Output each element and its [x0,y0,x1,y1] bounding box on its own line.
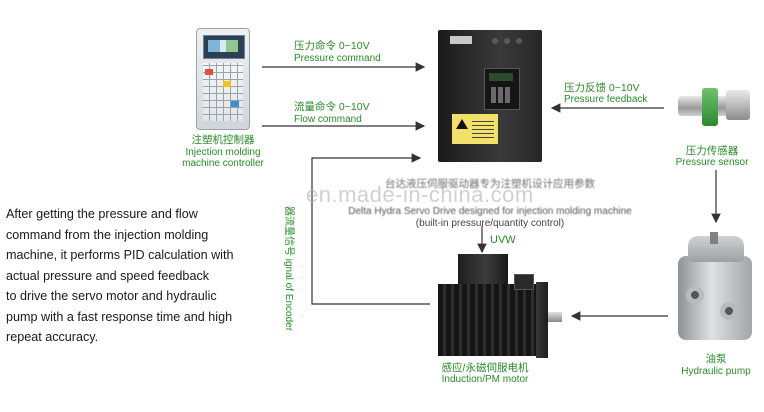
sensor-label-en: Pressure sensor [675,157,749,168]
drive-caption-en-2: (built-in pressure/quantity control) [415,218,565,229]
pressure-sensor-icon [668,84,752,130]
pressure-feedback-label-cn: 压力反馈 0~10V [564,82,640,94]
pump-label-en: Hydraulic pump [681,366,751,377]
description-paragraph: After getting the pressure and flow comm… [6,207,234,344]
encoder-signal-label: 器流量信号 ignal of Encoder [283,206,294,332]
servo-drive-icon [438,30,542,162]
hydraulic-pump-icon [672,232,758,350]
injection-molding-controller-icon [196,28,250,130]
drive-caption-en: Delta Hydra Servo Drive designed for inj… [348,206,632,217]
drive-caption-cn: 台达液压伺服驱动器专为注塑机设计应用参数 [385,178,595,190]
flow-command-label-cn: 流量命令 0~10V [294,101,370,113]
pressure-feedback-label-en: Pressure feedback [564,94,648,105]
servo-motor-icon [432,254,566,360]
motor-label-en: Induction/PM motor [441,374,529,385]
pressure-command-label-en: Pressure command [294,53,381,64]
drive-brand-plate [450,36,472,44]
motor-label-cn: 感应/永磁伺服电机 [441,362,529,374]
controller-label-cn: 注塑机控制器 [191,134,255,146]
watermark: en.made-in-china.com [306,182,534,207]
encoder-feedback-line [311,153,430,305]
pressure-command-label-cn: 压力命令 0~10V [294,40,370,52]
sensor-label-cn: 压力传感器 [685,145,739,157]
flow-command-label-en: Flow command [294,114,362,125]
controller-label-en-1: Injection molding [185,147,261,158]
controller-label-en-2: machine controller [182,158,264,169]
uvw-label: UVW [490,234,516,246]
pump-label-cn: 油泵 [705,353,727,365]
